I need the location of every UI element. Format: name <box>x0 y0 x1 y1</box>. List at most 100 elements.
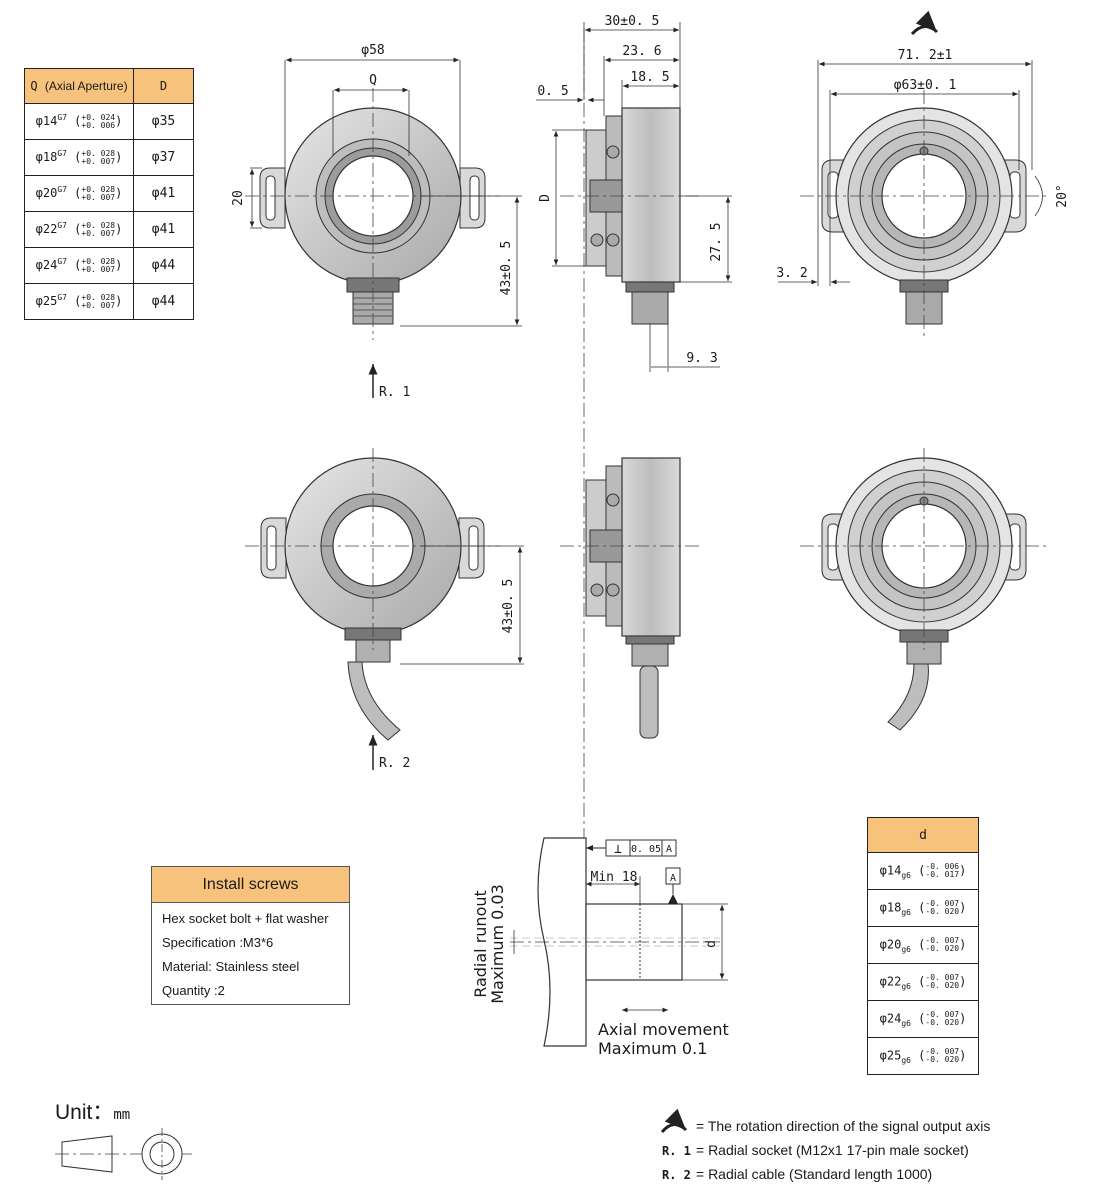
tol-lower: +0. 007 <box>81 300 116 310</box>
shaft-d-fit: g6 <box>901 870 911 880</box>
shaft-table: d φ14g6 (-0. 006-0. 017)φ18g6 (-0. 007-0… <box>867 817 979 1075</box>
install-screws-box: Install screws Hex socket bolt + flat wa… <box>151 866 350 1005</box>
tol-lower: +0. 007 <box>81 156 116 166</box>
shaft-d-value: φ20 <box>879 937 902 952</box>
table-row: φ20G7 (+0. 028+0. 007)φ41 <box>24 175 194 212</box>
tol-upper: +0. 028 <box>81 220 116 230</box>
aperture-q-cell: φ22G7 (+0. 028+0. 007) <box>24 211 134 248</box>
dim-43-bottom: 43±0. 5 <box>400 545 524 665</box>
shaft-d-value: φ25 <box>879 1048 902 1063</box>
tol-upper: -0. 007 <box>925 972 960 982</box>
shaft-d-tolerance: -0. 007-0. 020 <box>925 899 959 916</box>
shaft-d-cell: φ24g6 (-0. 007-0. 020) <box>867 1000 979 1038</box>
install-screws-title: Install screws <box>152 867 349 903</box>
aperture-q-cell: φ18G7 (+0. 028+0. 007) <box>24 139 134 176</box>
table-row: φ20g6 (-0. 007-0. 020) <box>867 926 979 964</box>
side-view-socket <box>560 28 700 860</box>
dim-dia58: φ58 <box>284 43 461 168</box>
aperture-q-value: φ14 <box>35 114 58 129</box>
tol-upper: -0. 007 <box>925 1009 960 1019</box>
aperture-q-value: φ20 <box>35 186 58 201</box>
tol-lower: -0. 020 <box>925 1054 960 1064</box>
side-view-cable <box>560 457 700 739</box>
shaft-d-value: φ14 <box>879 863 902 878</box>
dim-3-2: 3. 2 <box>776 266 850 285</box>
w23-6-label: 23. 6 <box>622 44 661 59</box>
dim-43-top: 43±0. 5 <box>400 195 522 327</box>
aperture-q-fit: G7 <box>57 257 67 267</box>
shaft-d-tolerance: -0. 007-0. 020 <box>925 936 959 953</box>
legend: = The rotation direction of the signal o… <box>662 1114 990 1186</box>
table-row: φ14g6 (-0. 006-0. 017) <box>867 852 979 890</box>
rotation-arrow-top <box>910 10 939 36</box>
shaft-d-cell: φ20g6 (-0. 007-0. 020) <box>867 926 979 964</box>
tol-upper: +0. 028 <box>81 184 116 194</box>
dia63-label: φ63±0. 1 <box>894 78 957 93</box>
legend-key: R. 1 <box>662 1144 691 1158</box>
aperture-q-value: φ25 <box>35 294 58 309</box>
tol-upper: -0. 006 <box>925 861 960 871</box>
w9-3-label: 9. 3 <box>686 351 717 366</box>
tol-lower: -0. 017 <box>925 869 960 879</box>
legend-key: R. 2 <box>662 1168 691 1182</box>
datum-a: A <box>670 873 676 884</box>
r1-label: R. 1 <box>379 385 410 400</box>
shaft-detail: ⊥ 0. 05 A Min 18 A d Radial runout Maxim… <box>471 837 729 1058</box>
aperture-q-tolerance: +0. 024+0. 006 <box>81 113 115 130</box>
tol-upper: +0. 028 <box>81 256 116 266</box>
w0-5-label: 0. 5 <box>537 84 568 99</box>
unit-label: Unit：mm <box>55 1096 130 1126</box>
dim-angle-20: 20° <box>1034 175 1070 217</box>
dim-9-3: 9. 3 <box>649 324 720 372</box>
aperture-d-cell: φ37 <box>133 139 194 176</box>
shaft-d-value: φ22 <box>879 974 902 989</box>
aperture-q-cell: φ14G7 (+0. 024+0. 006) <box>24 103 134 140</box>
min18-label: Min 18 <box>591 870 638 885</box>
r2-label: R. 2 <box>379 756 410 771</box>
r2-arrow: R. 2 <box>368 735 410 771</box>
aperture-q-cell: φ25G7 (+0. 028+0. 007) <box>24 283 134 320</box>
rotation-arrow-icon <box>660 1108 688 1134</box>
aperture-q-cell: φ24G7 (+0. 028+0. 007) <box>24 247 134 284</box>
radial-runout-2: Maximum 0.03 <box>488 884 507 1004</box>
w18-5-label: 18. 5 <box>630 70 669 85</box>
w71-2-label: 71. 2±1 <box>898 48 953 63</box>
shaft-d-tolerance: -0. 006-0. 017 <box>925 861 960 879</box>
rear-view-socket <box>800 90 1048 340</box>
aperture-header-q-symbol: Q <box>30 79 38 93</box>
front-view-cable <box>245 448 500 741</box>
r1-arrow: R. 1 <box>368 364 410 400</box>
shaft-d-tolerance: -0. 007-0. 020 <box>925 1009 960 1027</box>
perp-datum: A <box>666 844 672 855</box>
unit-value: mm <box>113 1107 131 1123</box>
table-row: φ18g6 (-0. 007-0. 020) <box>867 889 979 927</box>
table-row: φ14G7 (+0. 024+0. 006)φ35 <box>24 103 194 140</box>
unit-prefix: Unit： <box>55 1101 114 1124</box>
aperture-q-value: φ18 <box>35 150 58 165</box>
screw-line: Quantity :2 <box>162 983 225 998</box>
dim-q: Q <box>332 73 410 156</box>
radial-runout-1: Radial runout <box>471 890 490 998</box>
table-row: φ22G7 (+0. 028+0. 007)φ41 <box>24 211 194 248</box>
aperture-q-value: φ24 <box>35 258 58 273</box>
aperture-header-q-sub: (Axial Aperture) <box>44 79 128 93</box>
aperture-d-cell: φ41 <box>133 175 194 212</box>
aperture-q-fit: G7 <box>57 293 67 303</box>
front-view-socket <box>245 88 500 340</box>
aperture-q-fit: G7 <box>57 185 67 195</box>
dim-20: 20 <box>231 167 262 229</box>
shaft-d-fit: g6 <box>901 981 911 991</box>
rear-view-cable <box>800 448 1048 731</box>
dim-big-d: D <box>538 129 586 267</box>
legend-text: = Radial socket (M12x1 17-pin male socke… <box>696 1142 969 1158</box>
shaft-d-fit: g6 <box>901 1055 911 1065</box>
w30-label: 30±0. 5 <box>605 14 660 29</box>
projection-symbol <box>55 1128 192 1180</box>
h43-top-label: 43±0. 5 <box>499 241 514 296</box>
aperture-header-q: Q (Axial Aperture) <box>24 68 134 104</box>
axial-1: Axial movement <box>598 1020 729 1039</box>
dim-71-2: 71. 2±1 <box>817 48 1033 286</box>
dim-dia63: φ63±0. 1 <box>829 78 1020 286</box>
shaft-d-value: φ24 <box>879 1011 902 1026</box>
